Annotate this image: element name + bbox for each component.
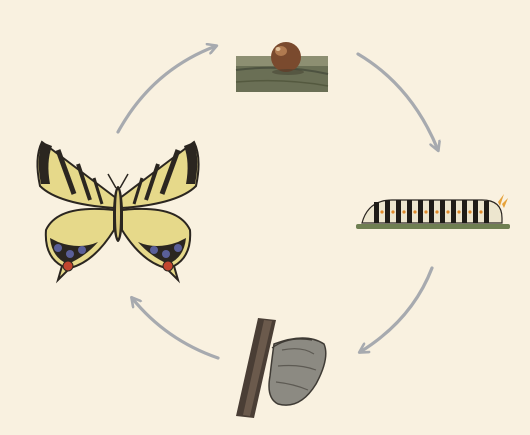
stage-butterfly [28,138,208,284]
caterpillar-icon [352,178,512,238]
stage-pupa [228,314,338,422]
egg-on-leaf-icon [234,30,330,94]
swallowtail-butterfly-icon [28,138,208,284]
arrow-butterfly-to-egg [118,46,216,132]
arrow-pupa-to-butterfly [132,298,218,358]
arrow-caterpillar-to-pupa [360,268,432,352]
stage-caterpillar [352,178,512,238]
stage-egg [234,30,330,94]
chrysalis-icon [228,314,338,422]
arrow-egg-to-caterpillar [358,54,438,150]
